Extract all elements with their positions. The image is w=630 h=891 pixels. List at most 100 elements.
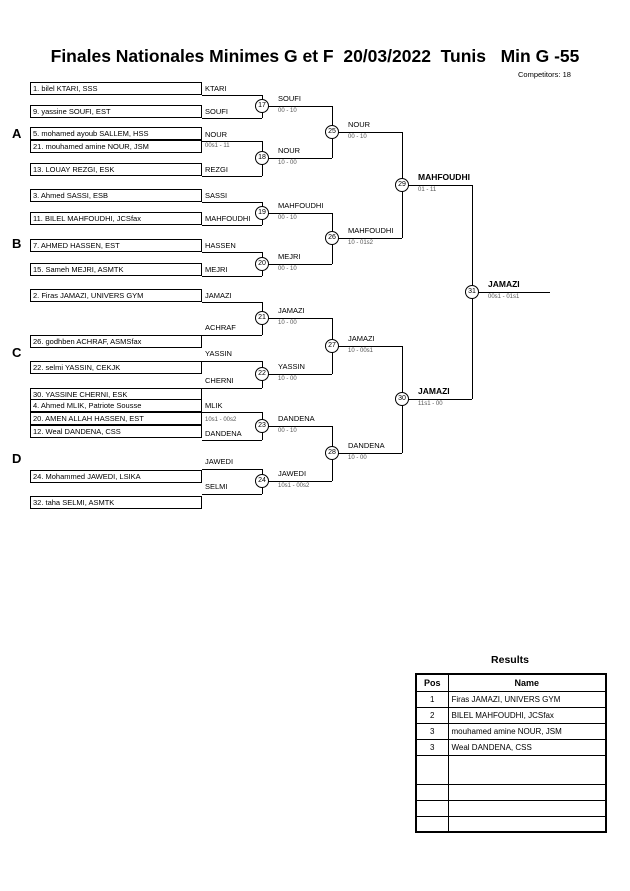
group-label: B xyxy=(12,236,22,251)
group-label: A xyxy=(12,126,22,141)
competitor-box: 3. Ahmed SASSI, ESB xyxy=(30,189,202,202)
match-number-badge: 22 xyxy=(255,367,269,381)
group-label: D xyxy=(12,451,22,466)
round1-winner-name: HASSEN xyxy=(205,241,236,250)
match-score: 00s1 - 01s1 xyxy=(488,294,520,300)
competitor-box: 32. taha SELMI, ASMTK xyxy=(30,496,202,509)
match-score: 10 - 00 xyxy=(278,376,297,382)
match-number-badge: 24 xyxy=(255,474,269,488)
match-winner-name: NOUR xyxy=(348,120,371,129)
competitor-box: 5. mohamed ayoub SALLEM, HSS xyxy=(30,127,202,140)
competitor-box: 22. selmi YASSIN, CEKJK xyxy=(30,361,202,374)
match-number-badge: 19 xyxy=(255,206,269,220)
match-number-badge: 23 xyxy=(255,419,269,433)
result-pos-empty xyxy=(415,754,449,785)
round1-winner-name: KTARI xyxy=(205,84,227,93)
match-score: 00 - 10 xyxy=(278,215,297,221)
match-number-badge: 28 xyxy=(325,446,339,460)
competitor-box: 13. LOUAY REZGI, ESK xyxy=(30,163,202,176)
match-number-badge: 29 xyxy=(395,178,409,192)
match-number-badge: 30 xyxy=(395,392,409,406)
round1-match-score: 10s1 - 00s2 xyxy=(205,417,237,423)
match-score: 00 - 10 xyxy=(278,108,297,114)
match-winner-name: SOUFI xyxy=(278,94,301,103)
results-title: Results xyxy=(491,654,529,666)
competitor-box: 1. bilel KTARI, SSS xyxy=(30,82,202,95)
match-number-badge: 20 xyxy=(255,257,269,271)
result-name-empty xyxy=(447,783,607,801)
results-row-empty xyxy=(415,799,607,817)
competitor-box: 2. Firas JAMAZI, UNIVERS GYM xyxy=(30,289,202,302)
result-name: Firas JAMAZI, UNIVERS GYM xyxy=(447,690,607,708)
result-name: mouhamed amine NOUR, JSM xyxy=(447,722,607,740)
match-winner-name: JAMAZI xyxy=(278,306,305,315)
competitor-box: 21. mouhamed amine NOUR, JSM xyxy=(30,140,202,153)
match-score: 10 - 01s2 xyxy=(348,240,374,246)
result-pos-empty xyxy=(415,815,449,833)
result-pos: 3 xyxy=(415,738,449,756)
round1-winner-name: SELMI xyxy=(205,482,228,491)
results-col-name: Name xyxy=(447,673,607,692)
page-title: Finales Nationales Minimes G et F 20/03/… xyxy=(50,46,580,66)
match-score: 10 - 00 xyxy=(348,455,367,461)
results-row-empty xyxy=(415,754,607,785)
match-winner-name: JAMAZI xyxy=(348,334,375,343)
results-col-pos: Pos xyxy=(415,673,449,692)
match-score: 10 - 00s1 xyxy=(348,348,374,354)
round1-match-score: 00s1 - 11 xyxy=(205,143,230,149)
match-number-badge: 31 xyxy=(465,285,479,299)
result-pos: 2 xyxy=(415,706,449,724)
match-winner-name: MEJRI xyxy=(278,252,301,261)
competitor-box: 20. AMEN ALLAH HASSEN, EST xyxy=(30,412,202,425)
competitors-count: Competitors: 18 xyxy=(518,70,571,79)
results-row-empty xyxy=(415,783,607,801)
match-score: 00 - 10 xyxy=(348,134,367,140)
round1-winner-name: YASSIN xyxy=(205,349,232,358)
result-name: Weal DANDENA, CSS xyxy=(447,738,607,756)
result-pos-empty xyxy=(415,783,449,801)
match-winner-name: DANDENA xyxy=(348,441,385,450)
round1-winner-name: JAMAZI xyxy=(205,291,232,300)
results-row-empty xyxy=(415,815,607,833)
match-winner-name: JAMAZI xyxy=(418,386,450,396)
match-score: 10s1 - 00s2 xyxy=(278,483,310,489)
match-number-badge: 17 xyxy=(255,99,269,113)
group-label: C xyxy=(12,345,22,360)
round1-winner-name: SOUFI xyxy=(205,107,228,116)
round1-winner-name: DANDENA xyxy=(205,429,242,438)
match-winner-name: YASSIN xyxy=(278,362,305,371)
round1-winner-name: MEJRI xyxy=(205,265,228,274)
result-pos-empty xyxy=(415,799,449,817)
match-score: 10 - 00 xyxy=(278,320,297,326)
round1-winner-name: MAHFOUDHI xyxy=(205,214,251,223)
match-winner-name: JAMAZI xyxy=(488,279,520,289)
match-winner-name: NOUR xyxy=(278,146,301,155)
match-winner-name: DANDENA xyxy=(278,414,315,423)
round1-winner-name: JAWEDI xyxy=(205,457,234,466)
round1-winner-name: SASSI xyxy=(205,191,228,200)
match-winner-name: MAHFOUDHI xyxy=(278,201,324,210)
competitor-box: 12. Weal DANDENA, CSS xyxy=(30,425,202,438)
competitor-box: 7. AHMED HASSEN, EST xyxy=(30,239,202,252)
round1-winner-name: MLIK xyxy=(205,401,223,410)
competitor-box: 11. BILEL MAHFOUDHI, JCSfax xyxy=(30,212,202,225)
match-number-badge: 18 xyxy=(255,151,269,165)
match-score: 00 - 10 xyxy=(278,428,297,434)
result-pos: 3 xyxy=(415,722,449,740)
match-score: 01 - 11 xyxy=(418,187,437,193)
match-winner-name: MAHFOUDHI xyxy=(348,226,394,235)
round1-winner-name: NOUR xyxy=(205,130,228,139)
match-number-badge: 25 xyxy=(325,125,339,139)
results-header-row: Pos Name xyxy=(415,673,607,692)
round1-winner-name: REZGI xyxy=(205,165,228,174)
result-name: BILEL MAHFOUDHI, JCSfax xyxy=(447,706,607,724)
match-score: 10 - 00 xyxy=(278,160,297,166)
round1-winner-name: CHERNI xyxy=(205,376,234,385)
result-pos: 1 xyxy=(415,690,449,708)
